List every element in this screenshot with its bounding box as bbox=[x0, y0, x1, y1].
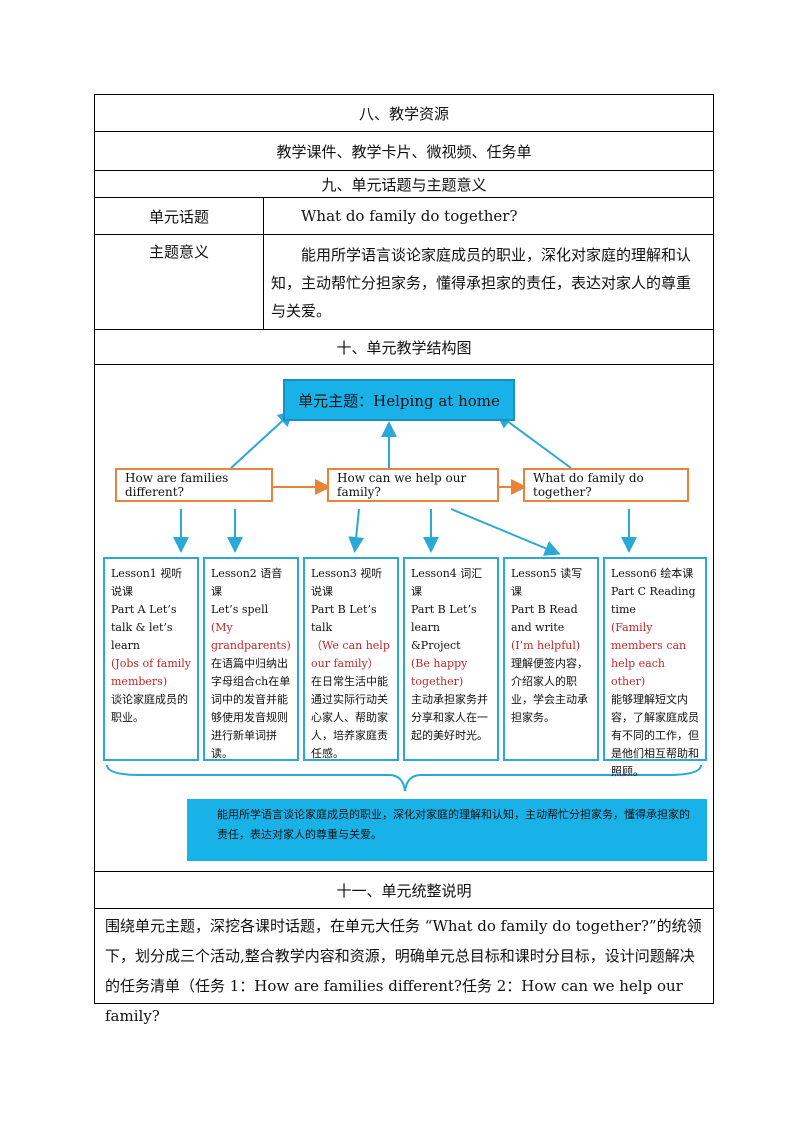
lesson-topic: (Jobs of family members) bbox=[111, 657, 192, 688]
lesson-part: Part B Let’s talk bbox=[311, 603, 377, 634]
question-box-3: What do family do together? bbox=[523, 468, 689, 502]
lesson-title: Lesson2 语音课 bbox=[211, 567, 283, 598]
resources-heading: 八、教学资源 bbox=[94, 94, 714, 132]
lesson-desc: 主动承担家务并分享和家人在一起的美好时光。 bbox=[411, 693, 488, 742]
lesson-topic: (Be happy together) bbox=[411, 657, 468, 688]
structure-diagram: 单元主题：Helping at home How are families di… bbox=[101, 373, 709, 873]
question-text-1: How are families different? bbox=[125, 471, 229, 499]
topic-value: What do family do together? bbox=[263, 198, 713, 234]
lesson-part: Part B Read and write bbox=[511, 603, 578, 634]
lesson-topic: （We can help our family） bbox=[311, 639, 390, 670]
question-text-3: What do family do together? bbox=[533, 471, 644, 499]
integration-heading: 十一、单元统整说明 bbox=[94, 871, 714, 909]
topic-value-text: What do family do together? bbox=[301, 207, 518, 225]
lesson-topic: (Family members can help each other) bbox=[611, 621, 687, 688]
resources-content-text: 教学课件、教学卡片、微视频、任务单 bbox=[276, 142, 532, 161]
integration-content: 围绕单元主题，深挖各课时话题，在单元大任务 “What do family do… bbox=[94, 908, 714, 1025]
question-box-1: How are families different? bbox=[115, 468, 273, 502]
lesson-desc: 谈论家庭成员的职业。 bbox=[111, 693, 188, 724]
lesson-topic: (I’m helpful) bbox=[511, 639, 581, 652]
lesson-part: Let’s spell bbox=[211, 603, 269, 616]
topic-label-text: 单元话题 bbox=[148, 207, 209, 226]
lesson-desc: 在语篇中归纳出字母组合ch在单词中的发音并能够使用发音规则进行新单词拼读。 bbox=[211, 657, 291, 760]
integration-heading-text: 十一、单元统整说明 bbox=[336, 881, 472, 900]
lesson-title: Lesson4 词汇课 bbox=[411, 567, 483, 598]
integration-text: 围绕单元主题，深挖各课时话题，在单元大任务 “What do family do… bbox=[105, 917, 702, 1025]
lesson-title: Lesson5 读写课 bbox=[511, 567, 583, 598]
lesson-box-2: Lesson2 语音课 Let’s spell (My grandparents… bbox=[203, 557, 299, 761]
structure-diagram-cell: 单元主题：Helping at home How are families di… bbox=[94, 364, 714, 872]
lesson-box-6: Lesson6 绘本课 Part C Reading time (Family … bbox=[603, 557, 707, 778]
lesson-desc: 在日常生活中能通过实际行动关心家人、帮助家人，培养家庭责任感。 bbox=[311, 675, 388, 760]
lesson-box-5: Lesson5 读写课 Part B Read and write (I’m h… bbox=[503, 557, 599, 761]
lesson-desc: 能够理解短文内容，了解家庭成员有不同的工作，但是他们相互帮助和照顾。 bbox=[611, 693, 699, 778]
lesson-desc: 理解便签内容，介绍家人的职业，学会主动承担家务。 bbox=[511, 657, 588, 724]
meaning-label-text: 主题意义 bbox=[148, 243, 209, 261]
topic-label: 单元话题 bbox=[95, 198, 264, 234]
resources-heading-text: 八、教学资源 bbox=[358, 104, 449, 123]
lesson-part: Part C Reading time bbox=[611, 585, 696, 616]
lesson-part: Part A Let’s talk & let’s learn bbox=[111, 603, 177, 652]
unit-theme-text: 单元主题：Helping at home bbox=[298, 391, 500, 410]
question-box-2: How can we help our family? bbox=[327, 468, 499, 502]
lesson-box-3: Lesson3 视听说课 Part B Let’s talk （We can h… bbox=[303, 557, 399, 761]
structure-heading: 十、单元教学结构图 bbox=[94, 329, 714, 365]
structure-heading-text: 十、单元教学结构图 bbox=[336, 338, 472, 357]
summary-box: 能用所学语言谈论家庭成员的职业，深化对家庭的理解和认知，主动帮忙分担家务，懂得承… bbox=[187, 799, 707, 861]
meaning-row: 主题意义 能用所学语言谈论家庭成员的职业，深化对家庭的理解和认知，主动帮忙分担家… bbox=[94, 234, 714, 330]
lesson-title: Lesson6 绘本课 bbox=[611, 567, 694, 580]
lesson-part: Part B Let’s learn &Project bbox=[411, 603, 477, 652]
question-text-2: How can we help our family? bbox=[337, 471, 467, 499]
summary-text: 能用所学语言谈论家庭成员的职业，深化对家庭的理解和认知，主动帮忙分担家务，懂得承… bbox=[217, 808, 690, 841]
unit-theme-box: 单元主题：Helping at home bbox=[283, 379, 515, 421]
topic-heading: 九、单元话题与主题意义 bbox=[94, 170, 714, 198]
lesson-topic: (My grandparents) bbox=[211, 621, 291, 652]
lesson-title: Lesson1 视听说课 bbox=[111, 567, 183, 598]
resources-content: 教学课件、教学卡片、微视频、任务单 bbox=[94, 131, 714, 171]
lesson-box-4: Lesson4 词汇课 Part B Let’s learn &Project … bbox=[403, 557, 499, 761]
topic-row: 单元话题 What do family do together? bbox=[94, 197, 714, 235]
lesson-title: Lesson3 视听说课 bbox=[311, 567, 383, 598]
lesson-box-1: Lesson1 视听说课 Part A Let’s talk & let’s l… bbox=[103, 557, 199, 761]
diagram-connectors bbox=[106, 410, 702, 792]
meaning-label: 主题意义 bbox=[95, 235, 264, 329]
meaning-value: 能用所学语言谈论家庭成员的职业，深化对家庭的理解和认知，主动帮忙分担家务，懂得承… bbox=[271, 246, 692, 320]
topic-heading-text: 九、单元话题与主题意义 bbox=[321, 175, 487, 194]
